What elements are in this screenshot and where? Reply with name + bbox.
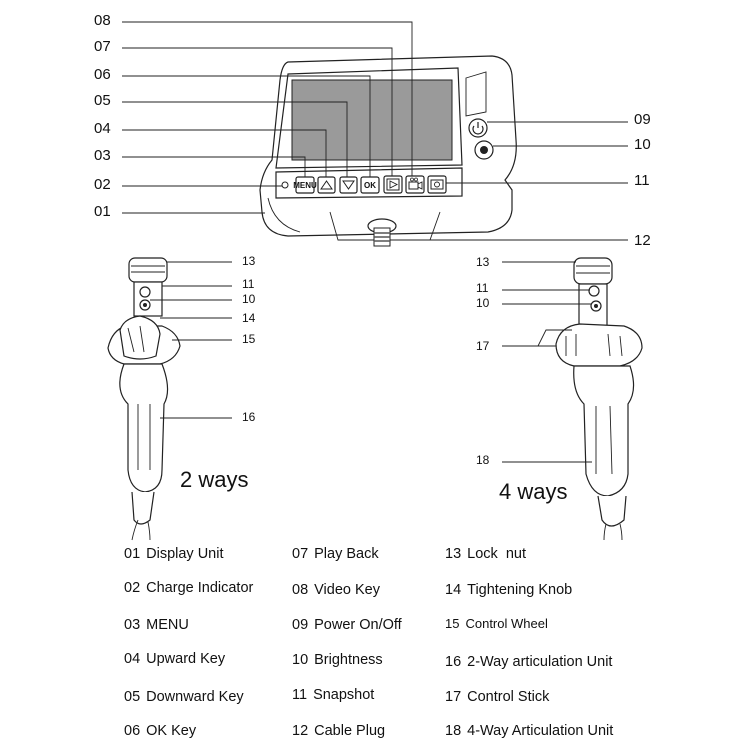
camera-icon xyxy=(430,179,444,190)
callout-11: 11 xyxy=(634,172,650,189)
left-callout-10: 10 xyxy=(242,292,256,306)
playback-key[interactable] xyxy=(383,175,403,194)
cable-plug xyxy=(367,218,397,247)
left-callout-13: 13 xyxy=(242,254,256,268)
callout-08: 08 xyxy=(94,12,111,29)
lock-nut-right xyxy=(573,257,613,285)
menu-key-label: MENU xyxy=(293,181,317,190)
downward-key[interactable] xyxy=(339,176,358,194)
callout-02: 02 xyxy=(94,176,111,193)
callout-07: 07 xyxy=(94,38,111,55)
display-leaders xyxy=(122,21,628,241)
handle-2-way xyxy=(107,257,181,541)
callout-10: 10 xyxy=(634,136,651,153)
right-callout-13: 13 xyxy=(476,255,490,269)
screen xyxy=(291,79,453,161)
right-callout-11: 11 xyxy=(476,281,489,295)
mode-label-4-ways: 4 ways xyxy=(499,479,567,504)
left-callout-15: 15 xyxy=(242,332,256,346)
callout-01: 01 xyxy=(94,203,111,220)
video-camera-icon xyxy=(408,181,419,190)
control-stick xyxy=(555,323,643,367)
tightening-knob xyxy=(119,315,161,360)
brightness-icon xyxy=(480,146,488,154)
handle-4-way xyxy=(555,257,643,541)
charge-indicator-icon xyxy=(281,181,289,189)
callout-12: 12 xyxy=(634,232,651,249)
mode-label-2-ways: 2 ways xyxy=(180,467,248,492)
playback-icon xyxy=(386,178,400,191)
down-arrow-icon xyxy=(342,180,355,190)
power-icon xyxy=(472,122,484,135)
callout-09: 09 xyxy=(634,111,651,128)
callout-05: 05 xyxy=(94,92,111,109)
right-callout-18: 18 xyxy=(476,453,490,467)
ok-key-label: OK xyxy=(364,181,376,190)
up-arrow-icon xyxy=(320,180,333,190)
callout-04: 04 xyxy=(94,120,111,137)
keypad: MENU OK xyxy=(281,175,447,194)
lock-nut xyxy=(128,257,168,283)
left-callout-16: 16 xyxy=(242,410,256,424)
left-callout-11: 11 xyxy=(242,277,255,291)
callout-03: 03 xyxy=(94,147,111,164)
callout-06: 06 xyxy=(94,66,111,83)
upward-key[interactable] xyxy=(317,176,336,194)
right-callout-10: 10 xyxy=(476,296,490,310)
left-callout-14: 14 xyxy=(242,311,256,325)
right-callout-17: 17 xyxy=(476,339,490,353)
